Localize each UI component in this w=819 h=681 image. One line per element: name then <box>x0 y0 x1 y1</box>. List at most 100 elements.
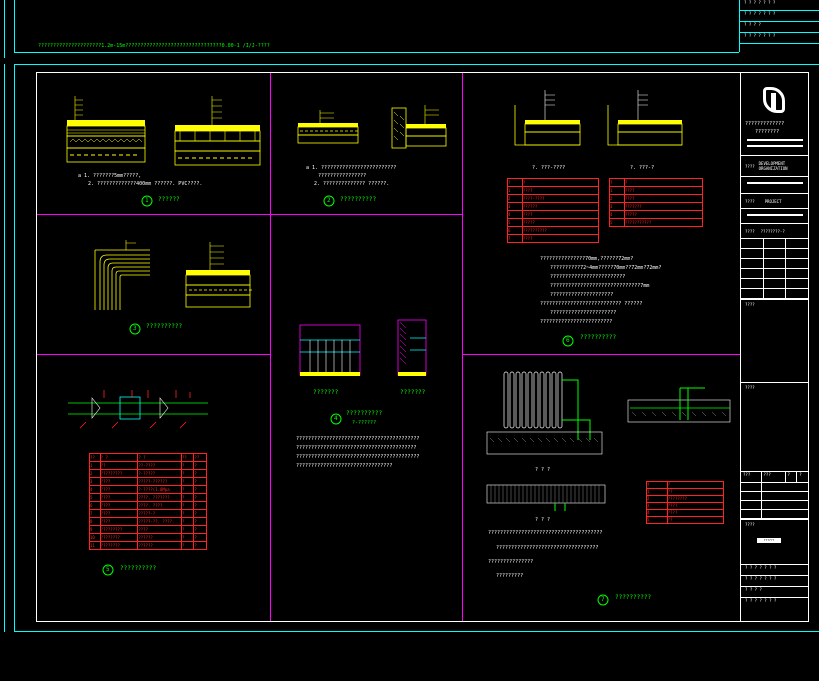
title-row-label: ???? <box>745 302 755 307</box>
table-cell: ???? <box>522 236 533 241</box>
panel-7-elev-label: ? ? ? <box>535 517 551 523</box>
table-cell: 7 <box>508 235 523 242</box>
table-cell: ? <box>624 180 628 185</box>
panel-6-sub-left: ?. ???-???? <box>532 165 566 171</box>
panel-2-note-1: a 1. ????????????????????????? <box>306 165 397 171</box>
title-row-label: ???? <box>745 163 755 169</box>
table-row: ?? <box>610 179 702 187</box>
table-row: 6????????. ?????? <box>90 502 206 510</box>
table-cell: ? <box>194 495 197 500</box>
title-row-label: ???? <box>745 198 755 204</box>
valve-table-header: ?? <box>90 454 101 461</box>
table-cell: ? <box>647 482 668 488</box>
valve-table-header: ?? <box>194 455 200 460</box>
divider-v1 <box>270 73 271 621</box>
company-subname: ???????? <box>755 129 780 135</box>
table-row: 7???? <box>508 235 598 242</box>
table-cell: ? <box>194 487 197 492</box>
table-cell: ?????-? <box>138 510 182 517</box>
table-cell: ?????? <box>522 204 538 209</box>
table-cell: ? <box>182 470 195 477</box>
table-cell: ????? <box>522 220 535 225</box>
table-cell: 5 <box>610 219 625 226</box>
table-cell: ??????? <box>624 204 642 209</box>
table-cell: ? <box>194 471 197 476</box>
table-cell: ???????? <box>101 534 139 541</box>
panel-4-sub-right: ??????? <box>400 389 426 396</box>
table-cell: ???????? <box>101 542 139 549</box>
title-stripe <box>747 214 803 216</box>
legend-table: ??1??2????????3????4????5?? <box>646 481 724 524</box>
table-cell: 5 <box>90 494 101 501</box>
panel-4-sub-left: ??????? <box>313 389 339 396</box>
title-row-label: ???? <box>745 522 755 527</box>
outer-frame-left <box>4 64 5 632</box>
table-cell: 1 <box>508 187 523 194</box>
table-cell: ? <box>194 511 197 516</box>
outer-frame-top <box>14 64 819 65</box>
title-bottom-row: ? ? ? ? ? ? ? <box>741 576 808 587</box>
table-cell: ????? <box>624 212 637 217</box>
panel-4-paragraph-line: ????????????????????????????????????????… <box>296 454 420 460</box>
table-cell: ? <box>194 519 197 524</box>
top-title-row: ? ? ? ? <box>740 22 819 33</box>
title-sign-header: ??? ??? ? ? <box>741 472 808 483</box>
title-row-label: ???? <box>745 385 755 390</box>
company-stripe <box>747 139 803 141</box>
table-cell: ? <box>182 502 195 509</box>
title-bottom-row: ? ? ? ? ? ? ? <box>745 598 777 603</box>
panel-1-note-1: a 1. ???????5mm?????, <box>78 173 142 179</box>
table-row: 10???????????????? <box>90 534 206 542</box>
table-cell: ?-????? <box>138 470 182 477</box>
top-title-row: ? ? ? ? ? ? ? <box>740 33 819 44</box>
table-cell: 2 <box>610 195 625 202</box>
table-cell: ?????? <box>138 542 182 549</box>
table-cell: ? <box>182 534 195 541</box>
table-row: 4???? <box>647 510 723 517</box>
table-cell: ? <box>508 179 523 186</box>
table-row: 4?????-????(1.0Mpa?? <box>90 486 206 494</box>
table-cell: ? <box>194 543 197 548</box>
title-bottom-row: ? ? ? ? ? ? ? <box>741 565 808 576</box>
top-title-row: ? ? ? ? ? ? ? <box>740 0 819 11</box>
table-cell: ? <box>182 542 195 549</box>
panel-6-label-text: ?????????? <box>580 334 617 341</box>
table-cell: ???? <box>522 188 533 193</box>
layer-table-right: ??1????2????3???????4?????5??????????? <box>609 178 703 227</box>
panel-4-paragraph-line: ???????????????????????????????????????? <box>296 445 417 451</box>
title-bottom-row: ? ? ? ? <box>741 587 808 598</box>
table-cell: ? <box>194 527 197 532</box>
panel-6-note: ?????????????????????? <box>550 310 617 316</box>
table-cell: ????????? <box>101 470 139 477</box>
title-stripe <box>747 182 803 184</box>
table-row: 4????? <box>610 211 702 219</box>
table-cell: ? <box>182 478 195 485</box>
panel-6-sub-right: ?. ???-? <box>630 165 655 171</box>
panel-6-note: ????????????????????? <box>550 292 614 298</box>
panel-5-label-num: 5 <box>106 566 110 573</box>
table-row: 3?????????-???????? <box>90 478 206 486</box>
table-cell: 9 <box>90 526 101 533</box>
panel-6-note: ???????????????70mm,??????72mm? <box>540 256 634 262</box>
table-cell: 4 <box>647 510 668 516</box>
divider-v2 <box>462 73 463 621</box>
table-row: 2????-???? <box>508 195 598 203</box>
table-cell: ???? <box>667 503 678 508</box>
table-cell: ?? <box>667 517 673 522</box>
table-cell: ?????-??. ????. <box>138 518 182 525</box>
table-row: ?? <box>508 179 598 187</box>
divider-h1 <box>37 214 462 215</box>
table-row: 4???? <box>508 211 598 219</box>
table-cell: ? <box>182 486 195 493</box>
table-cell: ????. ???? <box>138 502 182 509</box>
top-strip-inner-line <box>14 0 15 52</box>
title-block: ????????????? ???????? ???? DEVELOPMENT … <box>740 73 808 621</box>
table-row: 1????-?????? <box>90 462 206 470</box>
table-cell: 11 <box>90 542 101 549</box>
title-row-label: ???? <box>745 228 755 234</box>
table-cell: ?? <box>101 462 139 469</box>
panel-4-label-num: 4 <box>334 415 338 422</box>
table-row: 5?? <box>647 517 723 523</box>
sign-header-cell: ??? <box>741 472 762 482</box>
table-cell: ???? <box>101 510 139 517</box>
